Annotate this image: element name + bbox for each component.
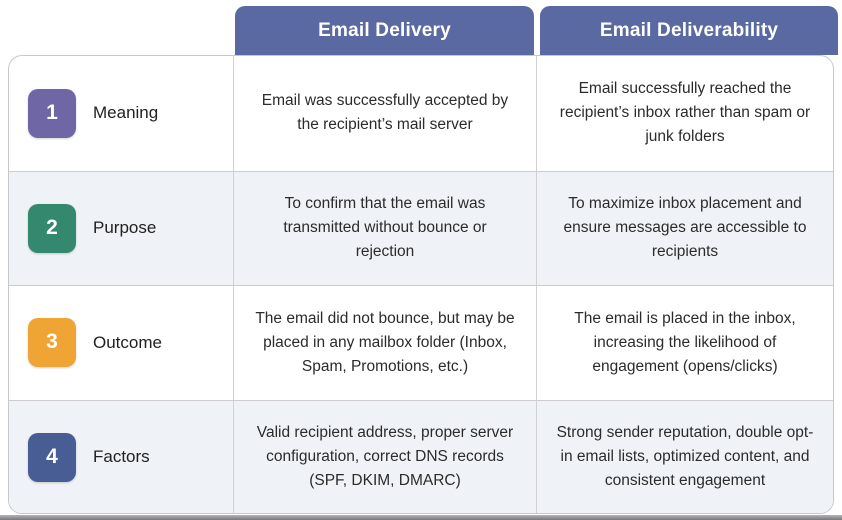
bottom-edge-bar — [0, 515, 842, 520]
cell-deliverability-meaning: Email successfully reached the recipient… — [559, 80, 811, 146]
table-row-meaning: 1 Meaning Email was successfully accepte… — [9, 56, 833, 171]
row-label: Outcome — [93, 332, 162, 352]
cell-deliverability-outcome: The email is placed in the inbox, increa… — [574, 309, 796, 375]
table-row-factors: 4 Factors Valid recipient address, prope… — [9, 399, 833, 514]
row-label-cell: 4 Factors — [9, 401, 233, 514]
row-label: Meaning — [93, 103, 159, 123]
cell-delivery-meaning: Email was successfully accepted by the r… — [233, 56, 537, 171]
row-label: Factors — [93, 447, 150, 467]
table-row-outcome: 3 Outcome The email did not bounce, but … — [9, 285, 833, 400]
cell-delivery-purpose: To confirm that the email was transmitte… — [233, 171, 537, 285]
table-row-purpose: 2 Purpose To confirm that the email was … — [9, 170, 833, 286]
cell-deliverability-factors: Strong sender reputation, double opt-in … — [556, 424, 814, 490]
cell-delivery-outcome: The email did not bounce, but may be pla… — [233, 286, 537, 400]
row-number-badge: 3 — [28, 318, 76, 368]
row-label-cell: 1 Meaning — [9, 56, 233, 171]
column-header-email-deliverability: Email Deliverability — [540, 6, 838, 55]
row-label: Purpose — [93, 218, 157, 238]
table-body: 1 Meaning Email was successfully accepte… — [8, 55, 834, 514]
cell-deliverability-purpose: To maximize inbox placement and ensure m… — [563, 195, 807, 261]
column-header-email-delivery: Email Delivery — [235, 6, 534, 55]
row-number-badge: 4 — [28, 432, 76, 482]
row-number-badge: 1 — [28, 88, 76, 138]
row-label-cell: 2 Purpose — [9, 172, 233, 286]
cell-delivery-factors: Valid recipient address, proper server c… — [233, 400, 537, 513]
row-label-cell: 3 Outcome — [9, 286, 233, 400]
row-number-badge: 2 — [28, 203, 76, 253]
